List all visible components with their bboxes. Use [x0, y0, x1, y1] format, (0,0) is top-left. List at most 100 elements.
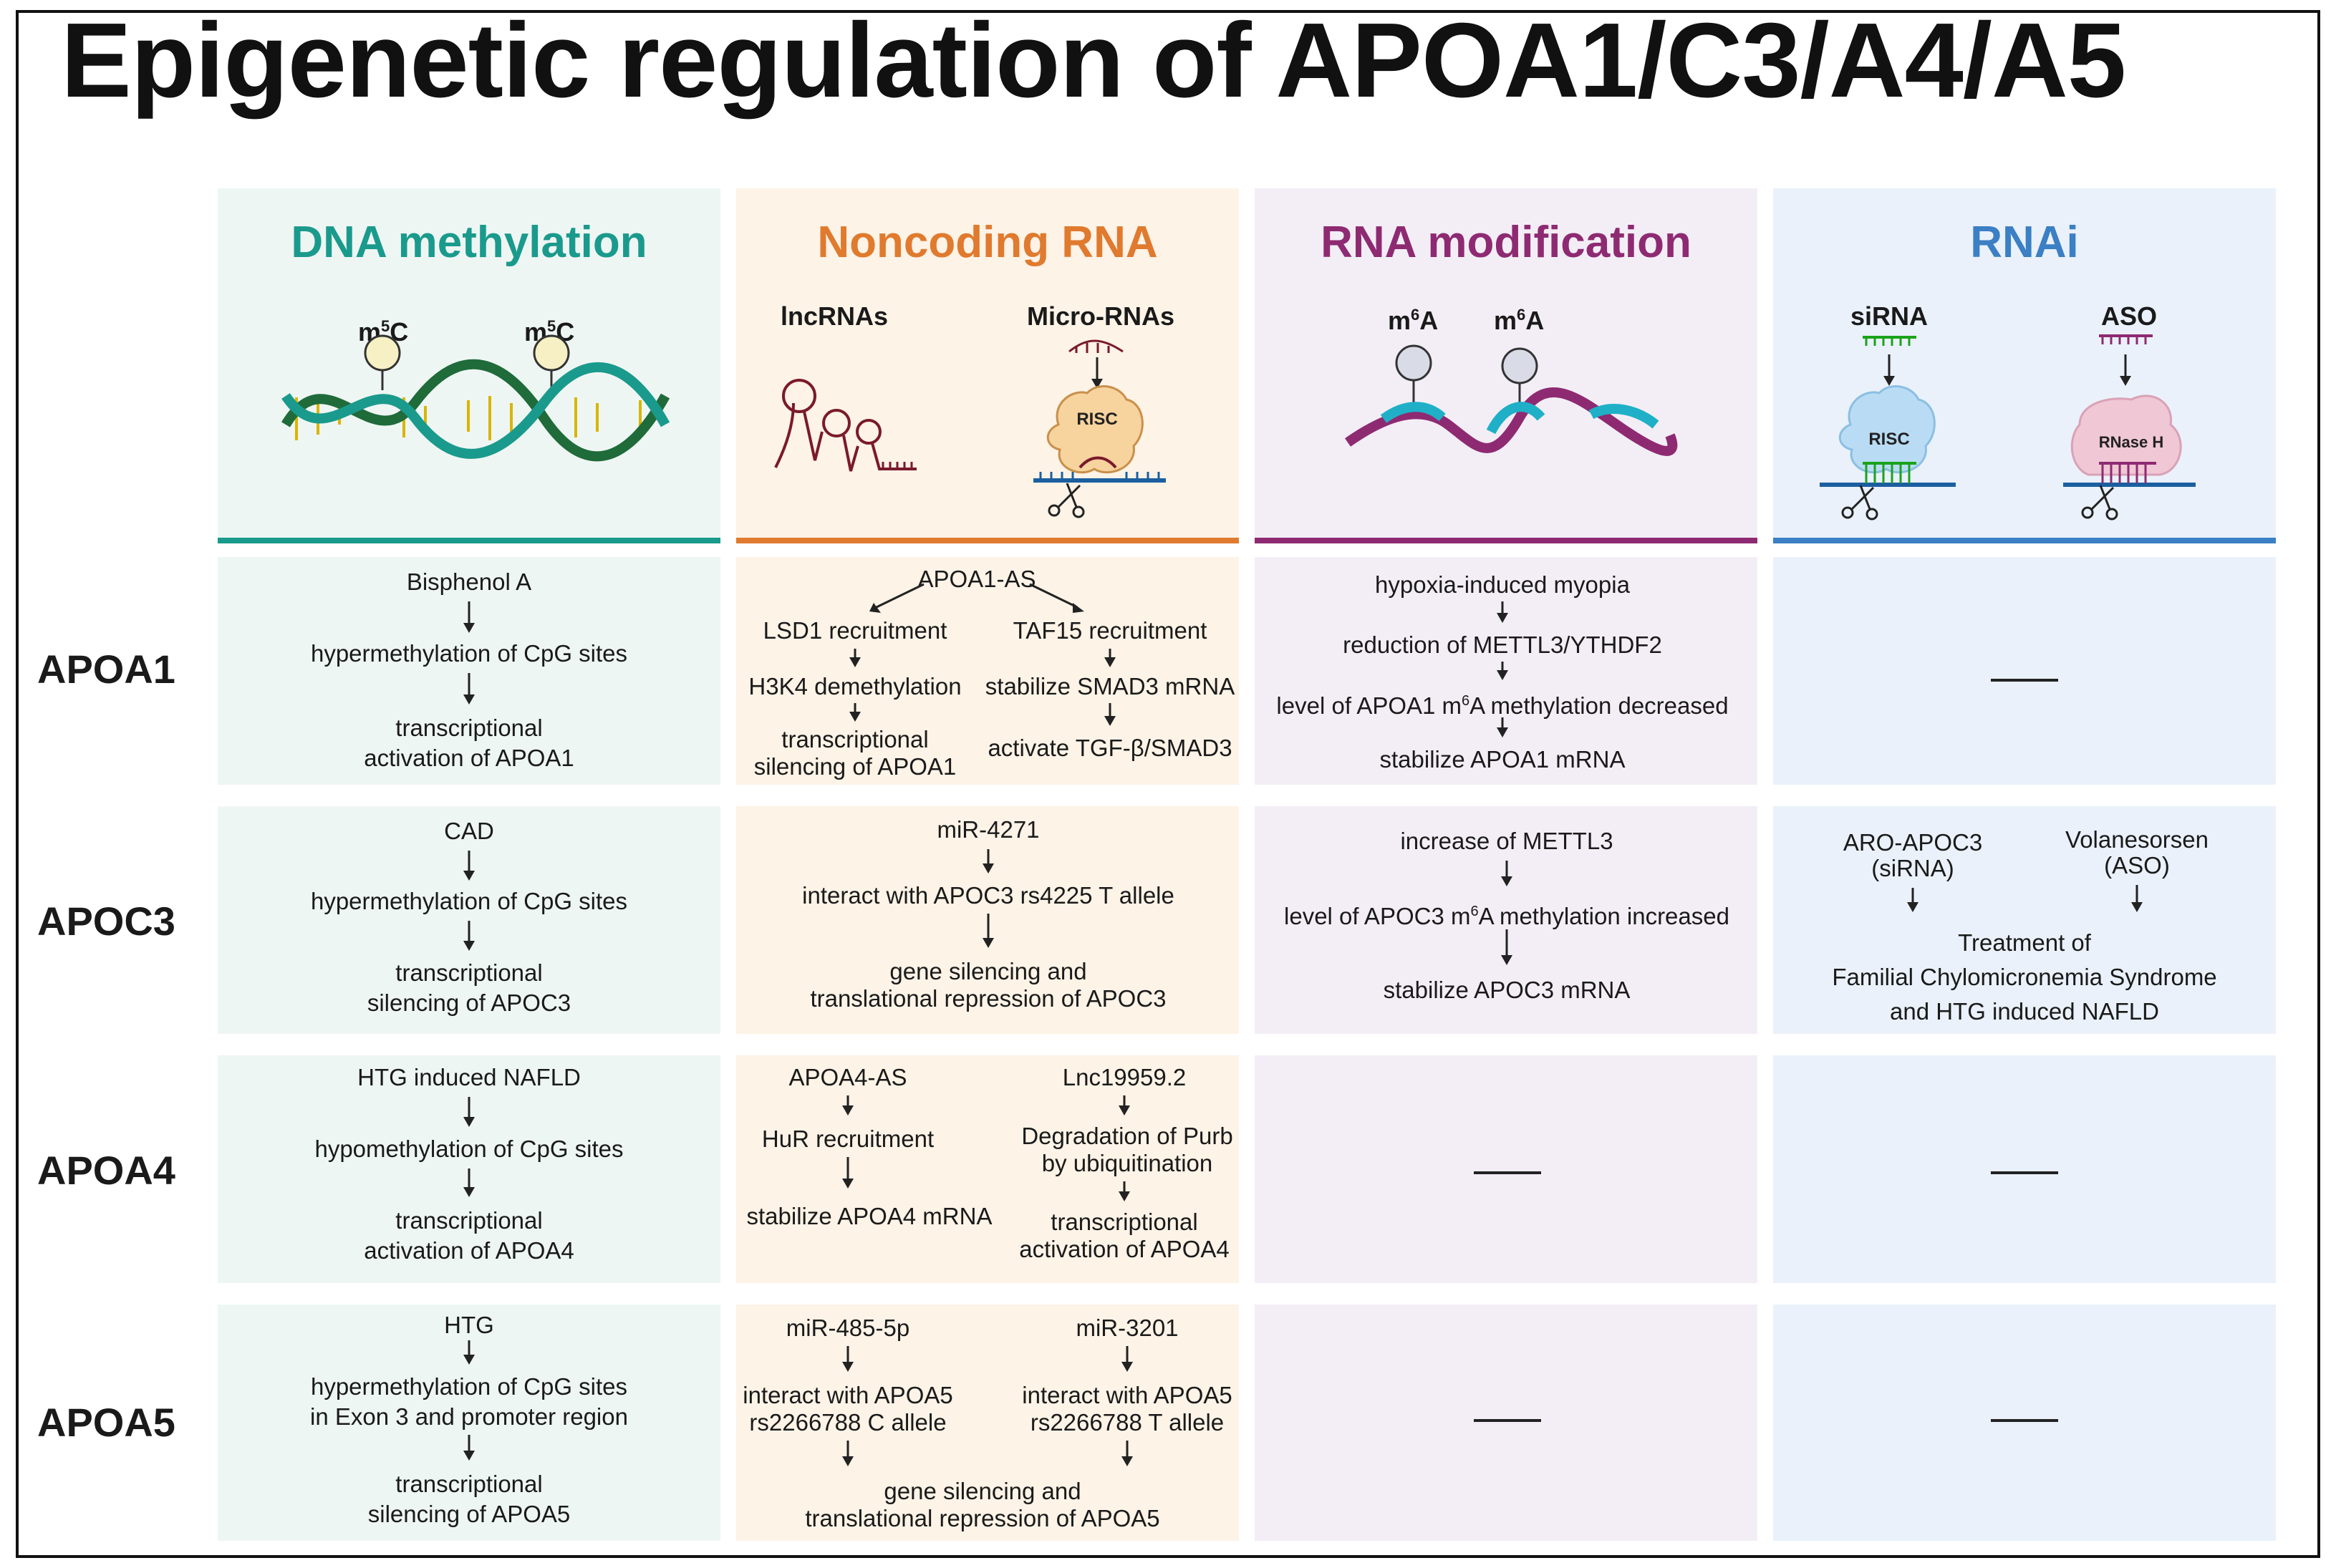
arrows [1497, 601, 1508, 737]
cell-text: Bisphenol A [406, 568, 532, 595]
cell-apoa1-rnai [1773, 557, 2276, 785]
cell-text: HTG induced NAFLD [357, 1064, 581, 1090]
column-title-rna-modification: RNA modification [1321, 218, 1691, 267]
cell-text: in Exon 3 and promoter region [310, 1403, 628, 1430]
row-label-apoa5: APOA5 [37, 1400, 175, 1445]
row-label-apoa1: APOA1 [37, 647, 175, 692]
cell-text: interact with APOC3 rs4225 T allele [802, 882, 1174, 909]
scissors-icon [1048, 483, 1085, 518]
empty-dash [1991, 1171, 2058, 1174]
cell-text: increase of METTL3 [1400, 828, 1613, 854]
arrows [1907, 885, 2143, 912]
cell-apoa5-ncrna: miR-485-5p interact with APOA5 rs2266788… [736, 1305, 1239, 1541]
scissors-icon-rnai-2 [2081, 485, 2118, 521]
cell-text: transcriptional [1051, 1209, 1198, 1235]
cell-apoa4-ncrna: APOA4-AS HuR recruitment stabilize APOA4… [736, 1055, 1239, 1283]
cell-apoa5-dna: HTG hypermethylation of CpG sites in Exo… [218, 1305, 720, 1541]
cell-text: stabilize APOC3 mRNA [1383, 977, 1631, 1003]
cell-text: transcriptional [395, 1207, 543, 1234]
figure-title: Epigenetic regulation of APOA1/C3/A4/A5 [61, 1, 2126, 120]
arrows [842, 1346, 1133, 1466]
cell-apoa4-dna: HTG induced NAFLD hypomethylation of CpG… [218, 1055, 720, 1283]
cell-text: activation of APOA1 [364, 745, 574, 771]
apoc3-m6a-methylation-increased: level of APOC3 m6A methylation increased [1284, 903, 1729, 929]
cell-text: stabilize SMAD3 mRNA [985, 673, 1235, 700]
arrows [842, 1095, 1130, 1201]
cell-text: Familial Chylomicronemia Syndrome [1832, 964, 2217, 990]
cell-apoa4-rnai [1773, 1055, 2276, 1283]
cell-text: Treatment of [1958, 929, 2091, 956]
column-title-noncoding-rna: Noncoding RNA [817, 218, 1158, 267]
cell-apoc3-dna: CAD hypermethylation of CpG sites transc… [218, 806, 720, 1034]
cell-text: rs2266788 C allele [749, 1409, 947, 1436]
cell-text: by ubiquitination [1041, 1150, 1213, 1176]
row-label-apoc3: APOC3 [37, 899, 175, 944]
cell-text: CAD [444, 818, 494, 844]
cell-apoa4-rnamod [1255, 1055, 1757, 1283]
cell-text: hypermethylation of CpG sites [310, 1373, 628, 1400]
arrows [463, 1097, 475, 1197]
risc-label: RISC [1076, 410, 1117, 429]
arrows [463, 851, 475, 951]
cell-text: miR-3201 [1076, 1315, 1179, 1341]
cell-text: silencing of APOC3 [367, 989, 571, 1016]
rnase-h-label: RNase H [2099, 433, 2163, 451]
column-rule-rnai [1773, 538, 2276, 543]
cell-text: gene silencing and [889, 958, 1087, 984]
cell-text: (siRNA) [1871, 855, 1954, 881]
risc-label-rnai: RISC [1868, 430, 1909, 449]
cell-text: transcriptional [781, 726, 929, 752]
figure-frame [16, 10, 2320, 1558]
sirna-label: siRNA [1850, 301, 1929, 331]
cell-text: activate TGF-β/SMAD3 [988, 735, 1232, 761]
cell-text: TAF15 recruitment [1013, 617, 1207, 644]
noncoding-rna-icons: RISC [774, 339, 1166, 518]
arrows [463, 1340, 475, 1461]
m6a-label-2: m6A [1494, 306, 1545, 335]
header-dna-methylation: DNA methylation m5C m5C [218, 188, 720, 543]
cell-text: HTG [444, 1312, 494, 1338]
cell-apoc3-ncrna: miR-4271 interact with APOC3 rs4225 T al… [736, 806, 1239, 1034]
column-rule-ncrna [736, 538, 1239, 543]
cell-text: hypoxia-induced myopia [1375, 571, 1630, 598]
rna-modification-icon [1344, 344, 1678, 456]
cell-text: transcriptional [395, 1471, 543, 1497]
cell-apoa1-dna: Bisphenol A hypermethylation of CpG site… [218, 557, 720, 785]
apoa1-m6a-methylation-decreased: level of APOA1 m6A methylation decreased [1276, 692, 1729, 719]
dna-double-helix-icon [281, 334, 670, 462]
cell-text: LSD1 recruitment [763, 617, 947, 644]
scissors-icon-rnai-1 [1841, 485, 1878, 521]
cell-apoa5-rnamod [1255, 1305, 1757, 1541]
cell-text: activation of APOA4 [1019, 1236, 1230, 1262]
cell-text: H3K4 demethylation [748, 673, 962, 700]
column-rule-rnamod [1255, 538, 1757, 543]
cell-text: miR-485-5p [786, 1315, 910, 1341]
cell-apoa1-ncrna: APOA1-AS LSD1 recruitment H3K4 demethyla… [736, 557, 1239, 785]
header-rnai: RNAi siRNA ASO RISC [1773, 188, 2276, 543]
cell-text: Volanesorsen [2065, 826, 2209, 853]
cell-text: activation of APOA4 [364, 1237, 574, 1264]
cell-text: hypomethylation of CpG sites [314, 1136, 624, 1162]
cell-text: ARO-APOC3 [1843, 829, 1983, 856]
cell-text: miR-4271 [937, 816, 1040, 843]
cell-text: silencing of APOA5 [367, 1501, 571, 1527]
cell-apoc3-rnai: ARO-APOC3 (siRNA) Volanesorsen (ASO) Tre… [1773, 806, 2276, 1034]
cell-text: gene silencing and [884, 1478, 1081, 1504]
cell-text: (ASO) [2104, 852, 2170, 879]
empty-dash [1991, 1419, 2058, 1422]
cell-text: Lnc19959.2 [1062, 1064, 1187, 1090]
cell-text: transcriptional [395, 959, 543, 986]
empty-dash [1991, 679, 2058, 682]
column-title-rnai: RNAi [1970, 218, 2079, 267]
column-rule-dna [218, 538, 720, 543]
arrows [849, 583, 1116, 726]
m6a-label-1: m6A [1388, 306, 1439, 335]
arrows [983, 849, 994, 948]
cell-text: silencing of APOA1 [753, 753, 957, 780]
cell-text: stabilize APOA4 mRNA [746, 1203, 993, 1229]
aso-label: ASO [2101, 301, 2158, 331]
cell-apoa5-rnai [1773, 1305, 2276, 1541]
cell-apoc3-rnamod: increase of METTL3 level of APOC3 m6A me… [1255, 806, 1757, 1034]
header-rna-modification: RNA modification m6A m6A [1255, 188, 1757, 543]
cell-text: rs2266788 T allele [1030, 1409, 1225, 1436]
